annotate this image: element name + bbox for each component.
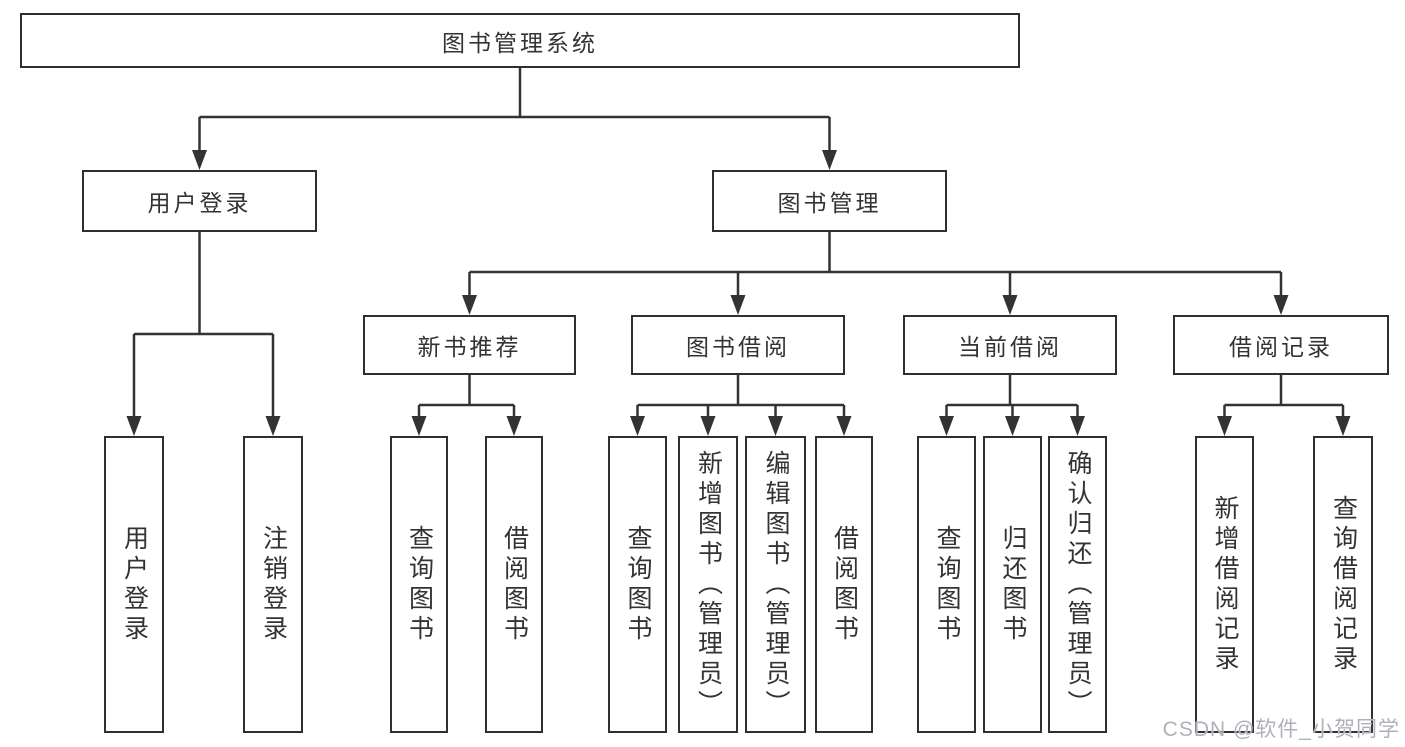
node-label: 查询图书 bbox=[624, 524, 652, 645]
leaf-borrowing-query-book: 查询图书 bbox=[608, 436, 667, 733]
node-label: 图书借阅 bbox=[686, 334, 790, 360]
node-borrowing-records: 借阅记录 bbox=[1173, 315, 1389, 375]
leaf-borrowing-borrow-book: 借阅图书 bbox=[815, 436, 873, 733]
leaf-recommend-query-book: 查询图书 bbox=[390, 436, 448, 733]
node-label: 确认归还（管理员） bbox=[1064, 449, 1092, 720]
node-label: 注销登录 bbox=[259, 524, 288, 645]
leaf-current-query-book: 查询图书 bbox=[917, 436, 976, 733]
node-label: 当前借阅 bbox=[958, 334, 1062, 360]
leaf-logout: 注销登录 bbox=[243, 436, 303, 733]
node-label: 图书管理 bbox=[777, 190, 882, 216]
leaf-records-add-record: 新增借阅记录 bbox=[1195, 436, 1254, 733]
node-label: 借阅记录 bbox=[1229, 334, 1333, 360]
node-book-management: 图书管理 bbox=[712, 170, 947, 232]
node-user-login: 用户登录 bbox=[82, 170, 317, 232]
csdn-watermark: CSDN @软件_小贺同学 bbox=[1162, 718, 1400, 741]
leaf-borrowing-edit-book-admin: 编辑图书（管理员） bbox=[745, 436, 806, 733]
node-label: 归还图书 bbox=[999, 524, 1027, 645]
node-book-borrowing: 图书借阅 bbox=[631, 315, 845, 375]
node-label: 查询图书 bbox=[405, 524, 434, 645]
node-label: 新书推荐 bbox=[417, 334, 522, 360]
leaf-borrowing-add-book-admin: 新增图书（管理员） bbox=[678, 436, 738, 733]
connector-edge-path bbox=[132, 68, 1345, 420]
node-label: 查询图书 bbox=[933, 524, 961, 645]
node-system-root: 图书管理系统 bbox=[20, 13, 1020, 68]
node-label: 新增图书（管理员） bbox=[694, 449, 723, 720]
node-label: 编辑图书（管理员） bbox=[762, 449, 790, 720]
leaf-current-confirm-return-admin: 确认归还（管理员） bbox=[1048, 436, 1107, 733]
node-label: 用户登录 bbox=[147, 190, 252, 216]
leaf-user-login: 用户登录 bbox=[104, 436, 164, 733]
node-label: 查询借阅记录 bbox=[1329, 494, 1358, 675]
node-current-borrowing: 当前借阅 bbox=[903, 315, 1117, 375]
node-label: 用户登录 bbox=[120, 524, 149, 645]
node-label: 借阅图书 bbox=[500, 524, 529, 645]
leaf-current-return-book: 归还图书 bbox=[983, 436, 1042, 733]
node-label: 图书管理系统 bbox=[442, 29, 598, 56]
leaf-records-query-record: 查询借阅记录 bbox=[1313, 436, 1373, 733]
node-label: 新增借阅记录 bbox=[1211, 494, 1239, 675]
leaf-recommend-borrow-book: 借阅图书 bbox=[485, 436, 543, 733]
node-label: 借阅图书 bbox=[830, 524, 859, 645]
node-new-book-recommendation: 新书推荐 bbox=[363, 315, 576, 375]
